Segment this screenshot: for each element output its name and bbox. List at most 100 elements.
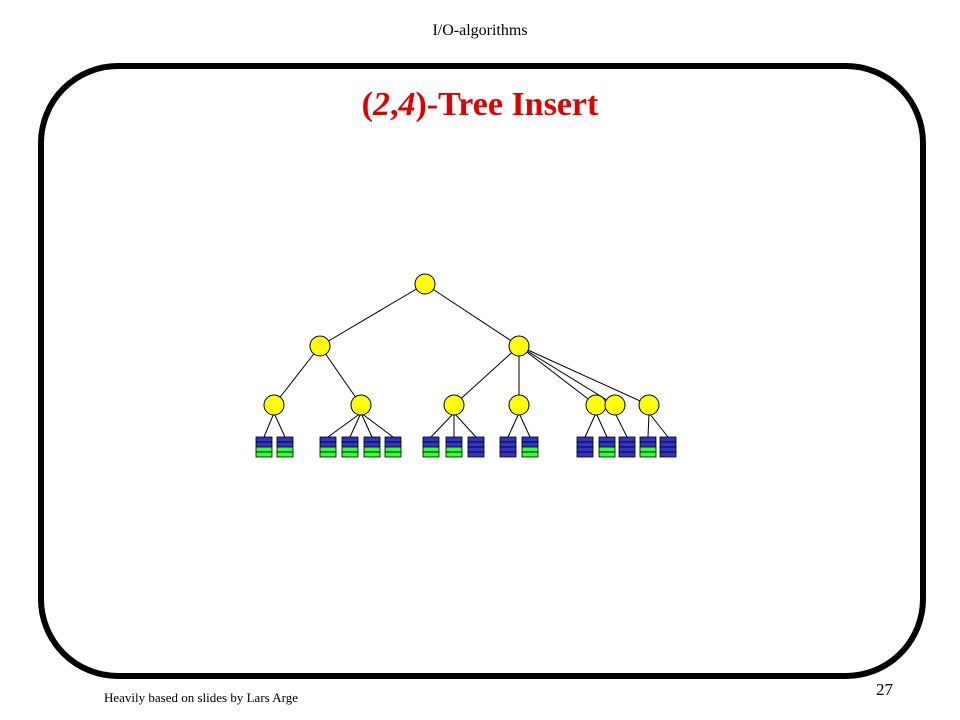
leaf-record bbox=[276, 441, 294, 448]
tree-node-l2c bbox=[443, 394, 465, 416]
leaf-block bbox=[341, 436, 359, 458]
leaf-record bbox=[363, 441, 381, 448]
leaf-block bbox=[445, 436, 463, 458]
leaf-edge bbox=[349, 412, 362, 438]
leaf-block bbox=[499, 436, 517, 458]
leaf-record bbox=[499, 451, 517, 458]
leaf-record bbox=[384, 436, 402, 443]
leaf-record bbox=[384, 451, 402, 458]
tree-edge bbox=[453, 345, 520, 406]
leaf-record bbox=[639, 436, 657, 443]
leaf-record bbox=[659, 446, 677, 453]
leaf-record bbox=[445, 446, 463, 453]
leaf-record bbox=[255, 436, 273, 443]
leaf-block bbox=[659, 436, 677, 458]
leaf-record bbox=[521, 446, 539, 453]
title-param-b: 4 bbox=[398, 86, 416, 123]
tree-node-l2e bbox=[585, 394, 607, 416]
slide-frame bbox=[38, 63, 926, 679]
leaf-record bbox=[618, 436, 636, 443]
leaf-record bbox=[598, 436, 616, 443]
leaf-record bbox=[384, 441, 402, 448]
leaf-record bbox=[499, 441, 517, 448]
leaf-record bbox=[598, 446, 616, 453]
leaf-block bbox=[422, 436, 440, 458]
leaf-record bbox=[363, 451, 381, 458]
leaf-record bbox=[319, 441, 337, 448]
leaf-record bbox=[618, 446, 636, 453]
leaf-record bbox=[319, 451, 337, 458]
tree-edge bbox=[319, 345, 362, 406]
tree-edges bbox=[263, 283, 669, 438]
leaf-record bbox=[422, 446, 440, 453]
leaf-block bbox=[576, 436, 594, 458]
leaf-block bbox=[618, 436, 636, 458]
leaf-edge bbox=[595, 412, 608, 438]
tree-edge bbox=[273, 345, 321, 406]
tree-edge bbox=[518, 345, 597, 406]
leaf-record bbox=[639, 451, 657, 458]
leaf-record bbox=[521, 436, 539, 443]
tree-nodes bbox=[263, 273, 660, 416]
leaf-record bbox=[341, 451, 359, 458]
tree-node-l1b bbox=[508, 335, 530, 357]
leaf-record bbox=[639, 446, 657, 453]
leaf-edge bbox=[518, 412, 531, 438]
leaf-record bbox=[255, 441, 273, 448]
leaf-edge bbox=[584, 412, 597, 438]
leaf-record bbox=[499, 436, 517, 443]
leaf-edge bbox=[648, 412, 669, 438]
leaf-block bbox=[255, 436, 273, 458]
tree-node-l2b bbox=[350, 394, 372, 416]
leaf-block bbox=[598, 436, 616, 458]
leaf-edge bbox=[453, 412, 477, 438]
leaf-record bbox=[576, 441, 594, 448]
leaf-record bbox=[255, 446, 273, 453]
leaf-record bbox=[598, 441, 616, 448]
leaf-record bbox=[521, 451, 539, 458]
leaf-record bbox=[255, 451, 273, 458]
tree-node-l2d bbox=[508, 394, 530, 416]
leaf-edge bbox=[263, 412, 275, 438]
tree-edge bbox=[518, 345, 650, 406]
leaf-record bbox=[422, 451, 440, 458]
leaf-record bbox=[422, 441, 440, 448]
leaf-record bbox=[576, 446, 594, 453]
leaf-record bbox=[598, 451, 616, 458]
tree-leaves bbox=[255, 436, 677, 458]
page-number: 27 bbox=[876, 680, 893, 699]
leaf-edge bbox=[327, 412, 362, 438]
leaf-record bbox=[467, 451, 485, 458]
leaf-record bbox=[467, 446, 485, 453]
leaf-block bbox=[319, 436, 337, 458]
leaf-record bbox=[319, 446, 337, 453]
leaf-record bbox=[521, 441, 539, 448]
leaf-block bbox=[384, 436, 402, 458]
leaf-record bbox=[467, 436, 485, 443]
leaf-edge bbox=[647, 412, 650, 438]
leaf-record bbox=[659, 436, 677, 443]
leaf-record bbox=[445, 451, 463, 458]
leaf-record bbox=[659, 451, 677, 458]
tree-node-l2g bbox=[638, 394, 660, 416]
credit-footer: Heavily based on slides by Lars Arge bbox=[104, 690, 298, 705]
tree-edge bbox=[319, 283, 426, 347]
leaf-record bbox=[445, 441, 463, 448]
tree-node-l2f bbox=[604, 394, 626, 416]
tree-node-l1a bbox=[309, 335, 331, 357]
leaf-record bbox=[659, 441, 677, 448]
leaf-block bbox=[276, 436, 294, 458]
leaf-record bbox=[576, 436, 594, 443]
leaf-record bbox=[618, 441, 636, 448]
leaf-record bbox=[276, 451, 294, 458]
leaf-edge bbox=[614, 412, 628, 438]
leaf-block bbox=[363, 436, 381, 458]
leaf-record bbox=[576, 451, 594, 458]
leaf-record bbox=[422, 436, 440, 443]
leaf-edge bbox=[360, 412, 373, 438]
leaf-record bbox=[467, 441, 485, 448]
leaf-edge bbox=[430, 412, 455, 438]
leaf-block bbox=[639, 436, 657, 458]
leaf-record bbox=[618, 451, 636, 458]
